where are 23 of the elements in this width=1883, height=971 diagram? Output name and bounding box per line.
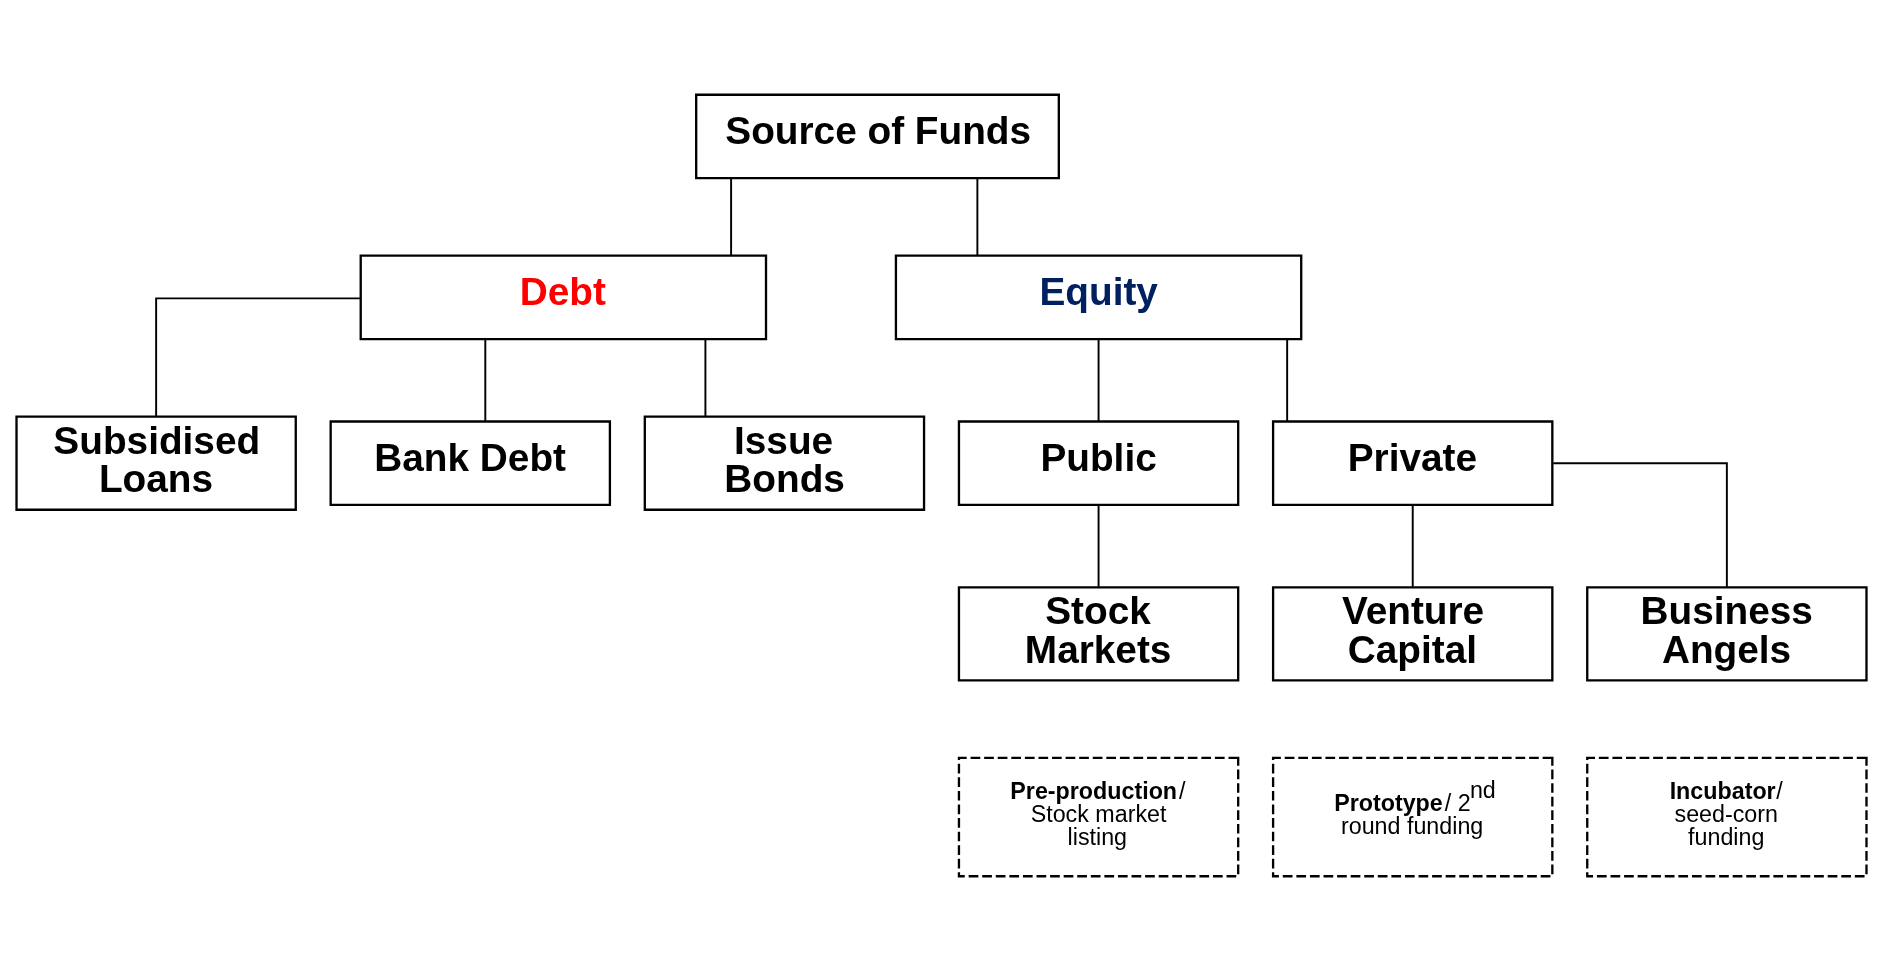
node-box: Stock Markets [957, 586, 1240, 682]
connector [1097, 504, 1100, 588]
connector [976, 177, 979, 257]
connector [1552, 462, 1728, 589]
node-box: Venture Capital [1271, 586, 1554, 682]
node-box: Incubator/ seed-corn funding [1586, 756, 1868, 878]
node-box: Private [1271, 420, 1554, 507]
node-box: Equity [894, 254, 1303, 341]
connector [484, 338, 487, 423]
node-box: Pre-production/ Stock market listing [957, 756, 1240, 878]
connector [1411, 504, 1414, 588]
node-box: Subsidised Loans [15, 415, 297, 511]
node-box: Issue Bonds [643, 415, 926, 511]
connector [155, 297, 362, 418]
connector [704, 338, 707, 418]
connector [1097, 338, 1100, 423]
node-box: Source of Funds [695, 93, 1060, 180]
node-box: Debt [359, 254, 768, 341]
connector [730, 177, 733, 257]
node-box: Business Angels [1586, 586, 1868, 682]
node-box: Bank Debt [329, 420, 612, 507]
node-box: Public [957, 420, 1240, 507]
connector [1286, 338, 1289, 423]
